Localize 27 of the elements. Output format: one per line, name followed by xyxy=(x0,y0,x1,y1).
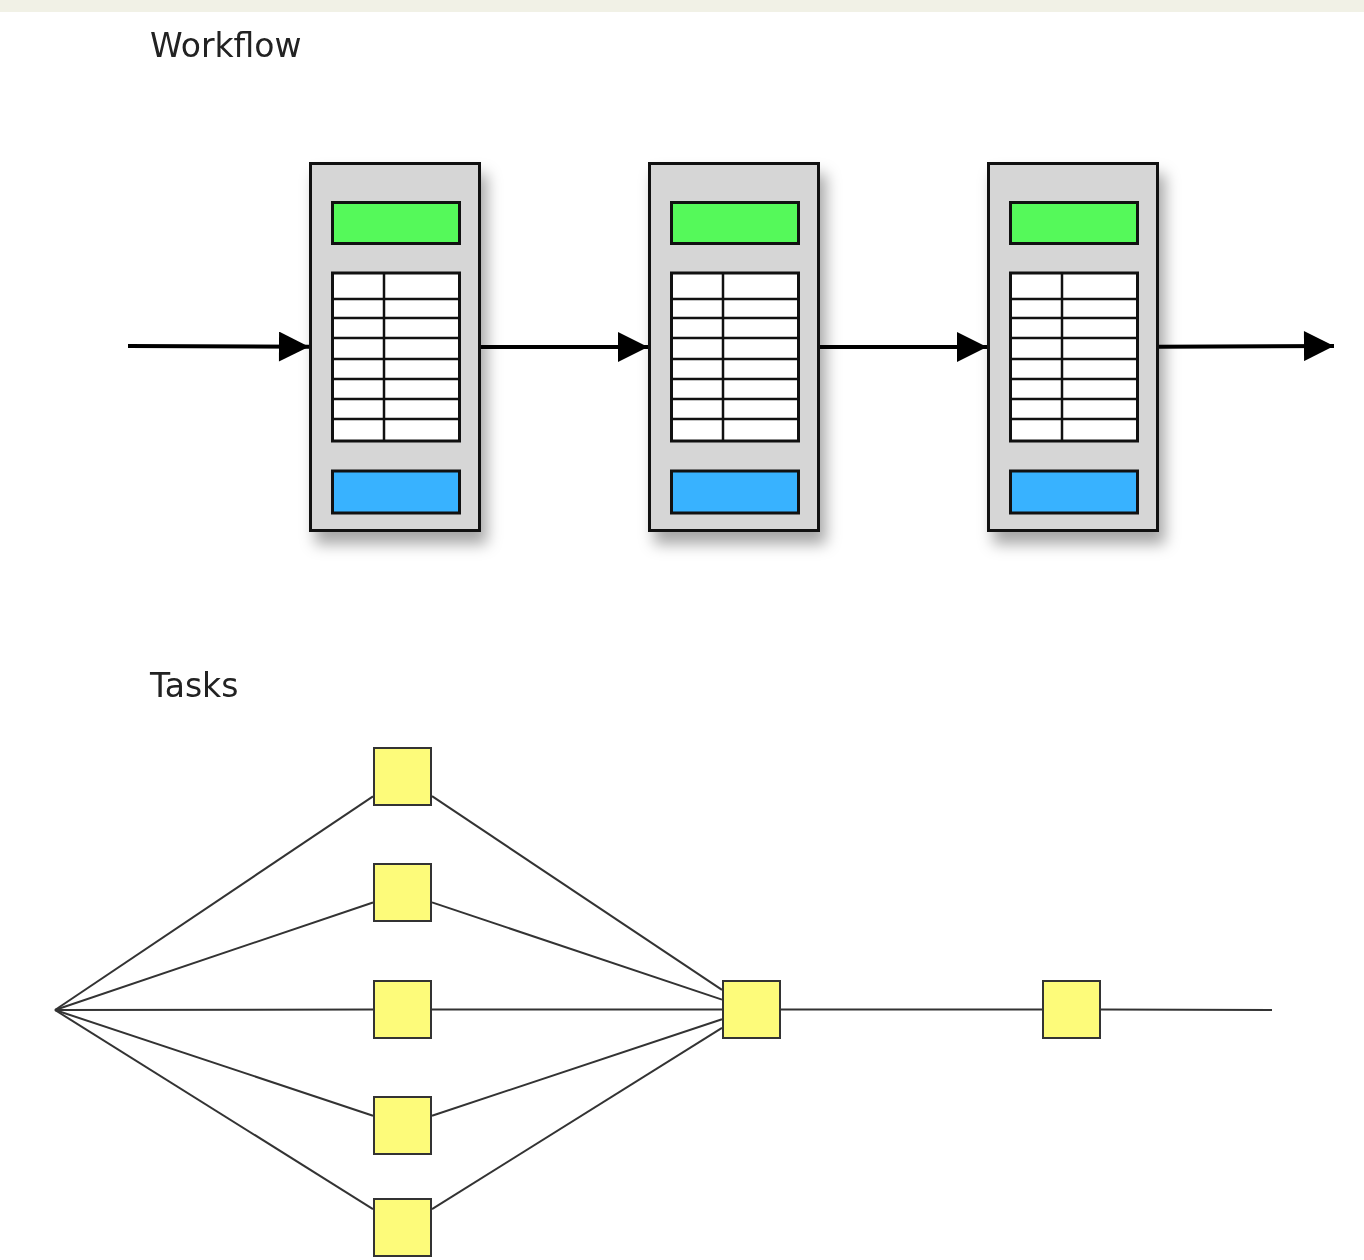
record-card xyxy=(648,162,820,532)
arrow xyxy=(481,332,648,362)
connector-line xyxy=(54,1009,374,1211)
task-box xyxy=(373,747,432,806)
record-card xyxy=(987,162,1159,532)
connector-line xyxy=(54,795,374,1011)
connector-line xyxy=(1100,1008,1273,1011)
connector-line xyxy=(431,1018,723,1117)
task-box xyxy=(373,863,432,922)
connector-line xyxy=(780,1008,1043,1011)
section-heading: Tasks xyxy=(150,666,239,705)
arrow xyxy=(820,332,987,362)
section-heading: Workflow xyxy=(150,26,302,65)
connector-line xyxy=(54,1009,374,1117)
connector-line xyxy=(431,1026,723,1211)
task-box xyxy=(1042,980,1101,1039)
connector-line xyxy=(431,901,723,1001)
arrow xyxy=(1159,331,1334,362)
connector-line xyxy=(54,901,374,1011)
task-box xyxy=(722,980,781,1039)
task-box xyxy=(373,1198,432,1257)
task-box xyxy=(373,1096,432,1155)
arrow xyxy=(128,331,309,362)
connector-line xyxy=(431,1008,723,1011)
task-box xyxy=(373,980,432,1039)
record-card xyxy=(309,162,481,532)
connector-line xyxy=(431,795,723,991)
